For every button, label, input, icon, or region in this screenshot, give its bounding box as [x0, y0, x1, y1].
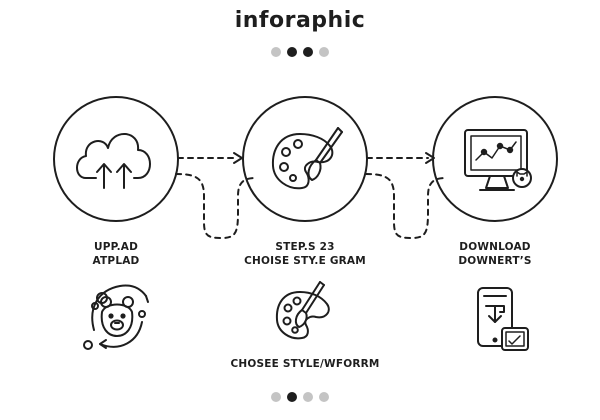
- pager-dot[interactable]: [271, 47, 281, 57]
- pager-dots-bottom: [0, 392, 600, 402]
- cloud-upload-icon: [76, 133, 151, 189]
- step-label-line: STEP.S 23: [275, 241, 335, 253]
- bear-cycle-icon: [83, 284, 149, 350]
- pager-dot[interactable]: [319, 47, 329, 57]
- step-label-line: ATPLAD: [92, 255, 140, 267]
- connector-2-3: [365, 157, 447, 239]
- arrowhead-1: [233, 152, 243, 164]
- connector-1-2: [175, 157, 257, 239]
- pager-dot[interactable]: [303, 392, 313, 402]
- step-label-line: DOWNERT’S: [458, 255, 532, 267]
- pager-dot[interactable]: [271, 392, 281, 402]
- infographic-title: inforaphic: [234, 8, 366, 33]
- palette-brush-icon-small: [275, 281, 330, 340]
- step-circle-style[interactable]: [242, 96, 368, 222]
- pager-dots-top: [0, 47, 600, 57]
- bottom-caption: CHOSEE STYLE/WFORRM: [230, 358, 380, 370]
- step-label-line: CHOISE STY.E GRAM: [244, 255, 366, 267]
- monitor-chart-icon: [464, 129, 532, 191]
- step-label-line: DOWNLOAD: [459, 241, 531, 253]
- step-circle-upload[interactable]: [53, 96, 179, 222]
- pager-dot-active[interactable]: [287, 392, 297, 402]
- step-label-upload: UPP.AD ATPLAD: [56, 240, 176, 268]
- step-circle-download[interactable]: [432, 96, 558, 222]
- pager-dot-active[interactable]: [303, 47, 313, 57]
- step-label-style: STEP.S 23 CHOISE STY.E GRAM: [225, 240, 385, 268]
- phone-download-icon: [477, 287, 529, 351]
- step-label-line: UPP.AD: [93, 241, 139, 253]
- pager-dot-active[interactable]: [287, 47, 297, 57]
- step-label-download: DOWNLOAD DOWNERT’S: [435, 240, 555, 268]
- palette-brush-icon: [271, 127, 343, 190]
- pager-dot[interactable]: [319, 392, 329, 402]
